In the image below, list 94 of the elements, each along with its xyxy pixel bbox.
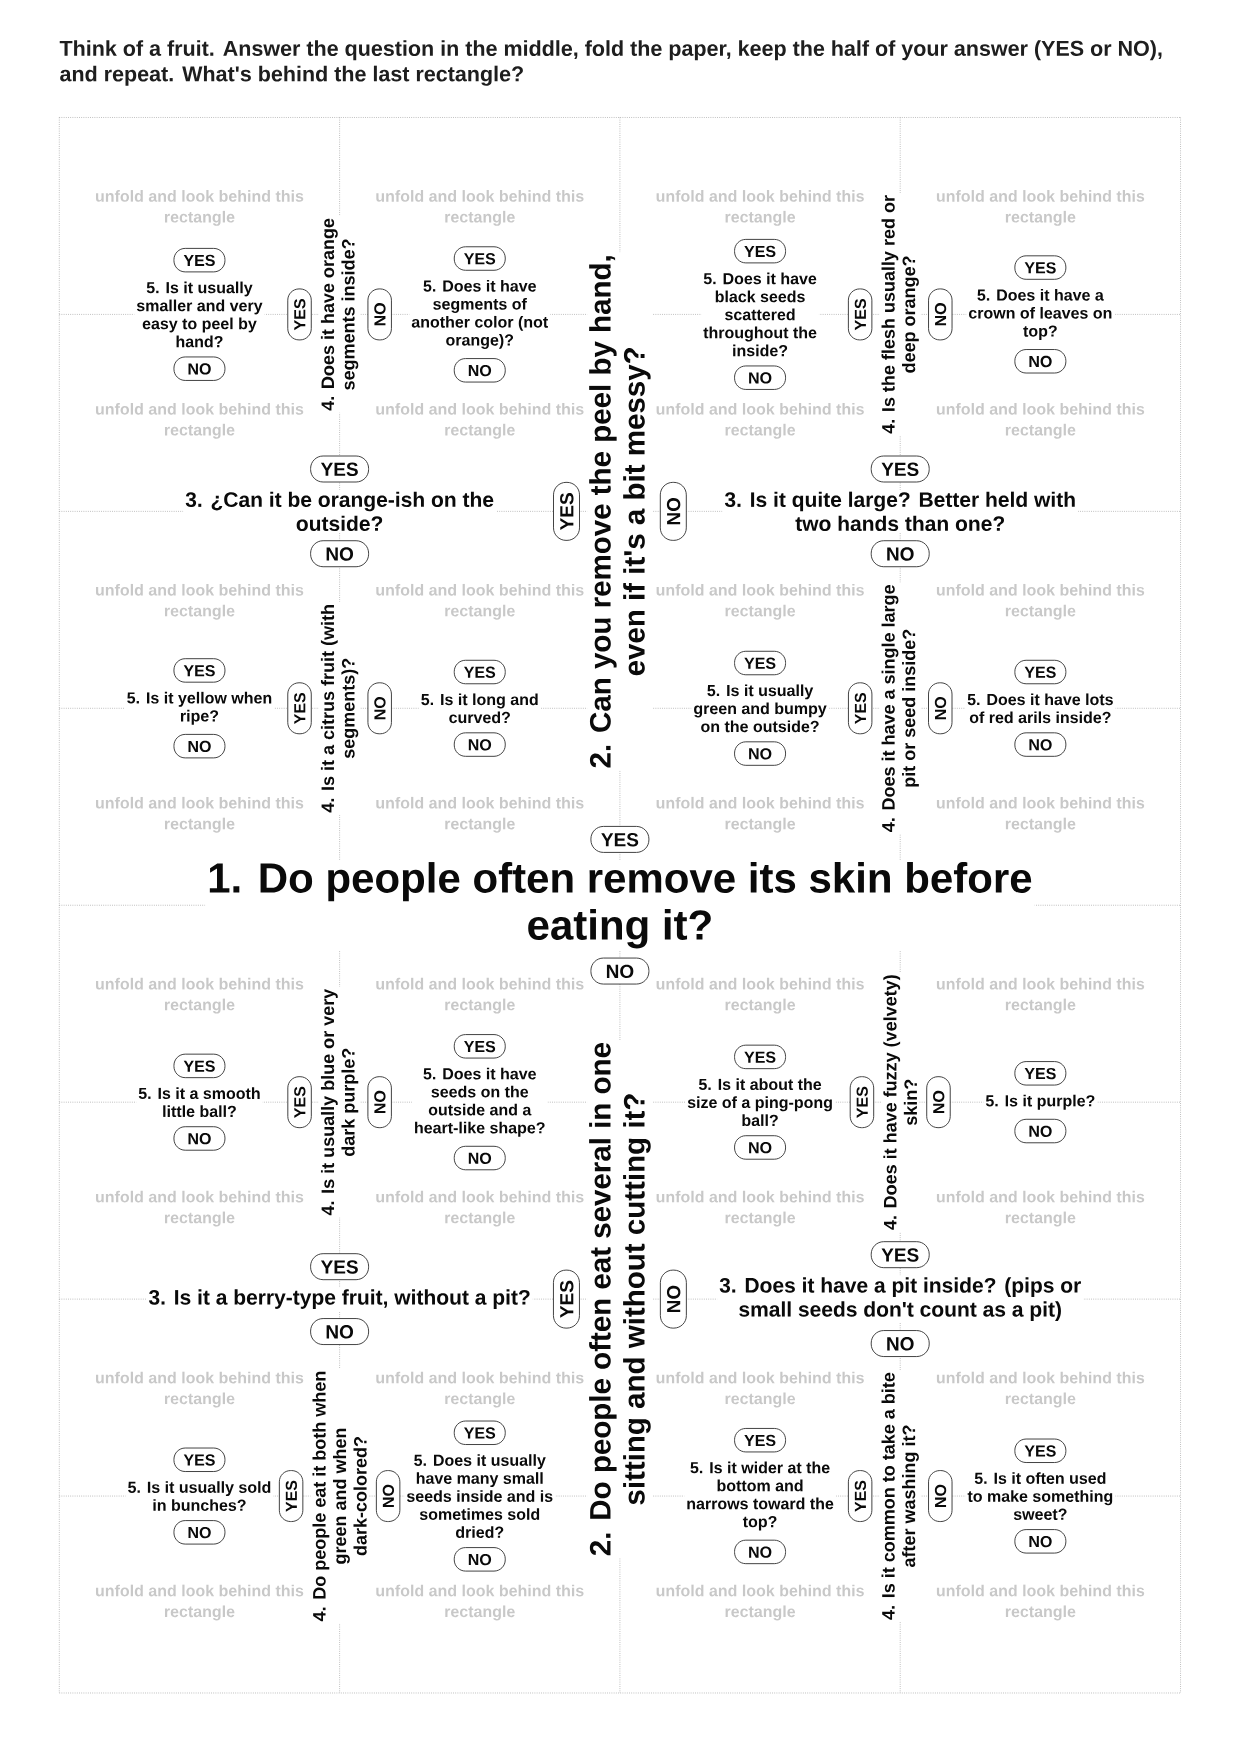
- answer-pill: YES: [590, 825, 650, 853]
- question-text: 5. Is it usually sold in bunches?: [125, 1479, 274, 1513]
- answer-pill: NO: [173, 1126, 226, 1151]
- answer-pill: YES: [453, 1034, 506, 1059]
- answer-pill: NO: [590, 957, 650, 985]
- answer-pill: NO: [453, 732, 506, 757]
- question-text: 5. Is it wider at the bottom and narrows toward the top?: [684, 1459, 836, 1533]
- answer-pill: YES: [849, 1076, 875, 1129]
- answer-pill: YES: [173, 658, 226, 683]
- answer-pill: NO: [1014, 1529, 1067, 1554]
- question-text: 5. Does it have segments of another color (not orange)?: [409, 277, 551, 351]
- answer-pill: YES: [734, 1044, 786, 1070]
- question-text: 5. Does it have seeds on the outside and a heart-like shape?: [411, 1065, 548, 1139]
- answer-pill: YES: [310, 1253, 370, 1281]
- answer-pill: YES: [278, 1470, 304, 1522]
- answer-pill: NO: [928, 288, 953, 341]
- question-text: 5. Does it have a crown of leaves on top?: [966, 286, 1115, 342]
- answer-pill: NO: [1014, 349, 1067, 374]
- answer-pill: YES: [1014, 1438, 1067, 1463]
- answer-pill: NO: [1014, 1118, 1067, 1144]
- answer-pill: YES: [173, 1053, 226, 1079]
- answer-pill: NO: [375, 1470, 401, 1522]
- question-text: 5. Is it about the size of a ping-pong ball?: [685, 1076, 835, 1129]
- answer-pill: NO: [734, 1539, 786, 1565]
- question-text: 4. Is it common to take a bite after washing it?: [879, 1370, 921, 1622]
- answer-pill: NO: [367, 682, 392, 735]
- question-text: 3. Does it have a pit inside? (pips or small seeds don't count as a pit): [717, 1275, 1084, 1323]
- answer-pill: NO: [734, 1135, 786, 1160]
- question-text: 3. ¿Can it be orange-ish on the outside?: [183, 489, 496, 534]
- question-text: 4. Is the flesh usually red or deep orange?: [879, 193, 921, 436]
- answer-pill: YES: [847, 288, 873, 341]
- answer-pill: NO: [367, 1076, 392, 1129]
- answer-pill: NO: [926, 1076, 951, 1129]
- answer-pill: YES: [734, 238, 786, 264]
- answer-pill: YES: [553, 1269, 580, 1329]
- question-text: 4. Is it a citrus fruit (with segments)?: [318, 601, 361, 815]
- question-text: 3. Is it quite large? Better held with two hands than one?: [722, 489, 1078, 534]
- answer-pill: YES: [173, 1447, 226, 1472]
- answer-pill: NO: [659, 481, 687, 541]
- answer-pill: YES: [310, 455, 370, 483]
- answer-pill: YES: [734, 650, 786, 676]
- answer-pill: NO: [870, 1330, 930, 1357]
- answer-pill: YES: [847, 1470, 873, 1522]
- answer-pill: NO: [659, 1269, 687, 1329]
- answer-pill: NO: [453, 358, 506, 383]
- question-text: 5. Does it have lots of red arils inside?: [965, 691, 1116, 726]
- question-text: 1. Do people often remove its skin before eating it?: [205, 860, 1035, 951]
- answer-pill: YES: [734, 1428, 786, 1453]
- question-text: 5. Is it a smooth little ball?: [136, 1085, 263, 1120]
- answer-pill: YES: [453, 659, 506, 685]
- answer-pill: YES: [287, 682, 312, 735]
- question-text: 5. Is it purple?: [983, 1092, 1098, 1112]
- question-text: 4. Is it usually blue or very dark purple?: [318, 986, 361, 1218]
- question-text: 4. Does it have fuzzy (velvety) skin?: [881, 972, 920, 1233]
- answer-pill: NO: [928, 682, 953, 735]
- answer-pill: NO: [173, 1520, 226, 1545]
- question-text: 5. Does it usually have many small seeds inside and is sometimes sold dried?: [404, 1452, 556, 1540]
- answer-pill: NO: [310, 540, 370, 568]
- question-text: 5. Is it long and curved?: [418, 691, 541, 726]
- question-text: 2. Can you remove the peel by hand, even if it's a bit messy?: [587, 252, 653, 771]
- answer-pill: YES: [453, 246, 506, 271]
- question-text: 4. Does it have a single large pit or seed inside?: [879, 582, 921, 835]
- question-text: 5. Is it often used to make something sweet?: [965, 1470, 1116, 1522]
- question-text: 5. Is it yellow when ripe?: [124, 689, 275, 727]
- question-text: 5. Is it usually smaller and very easy to peel by hand?: [134, 279, 265, 350]
- question-text: 2. Do people often eat several in one sitting and without cutting it?: [587, 1040, 653, 1559]
- answer-pill: NO: [734, 365, 786, 390]
- answer-pill: NO: [870, 540, 930, 568]
- answer-pill: NO: [453, 1547, 506, 1572]
- answer-pill: NO: [453, 1145, 506, 1171]
- question-text: 5. Is it usually green and bumpy on the outside?: [691, 682, 829, 735]
- answer-pill: YES: [870, 455, 930, 483]
- answer-pill: YES: [453, 1420, 506, 1445]
- answer-pill: NO: [367, 288, 392, 341]
- answer-pill: YES: [847, 682, 873, 735]
- answer-pill: NO: [310, 1318, 370, 1345]
- answer-pill: NO: [1014, 732, 1067, 757]
- answer-pill: YES: [553, 481, 580, 541]
- answer-pill: NO: [173, 356, 226, 381]
- answer-pill: NO: [173, 733, 226, 759]
- answer-pill: YES: [173, 247, 226, 273]
- question-text: 4. Do people eat it both when green and when dark-colored?: [310, 1368, 369, 1624]
- answer-pill: NO: [928, 1470, 953, 1522]
- answer-pill: YES: [1014, 659, 1067, 685]
- question-text: 3. Is it a berry-type fruit, without a pit?: [146, 1287, 533, 1311]
- answer-pill: YES: [1014, 255, 1067, 280]
- answer-pill: YES: [287, 288, 312, 341]
- answer-pill: NO: [734, 741, 786, 766]
- instruction-text: Think of a fruit. Answer the question in the middle, fold the paper, keep the half of your answer (YES or NO), and repeat. What's behind the last rectangle?: [59, 40, 1162, 86]
- answer-pill: YES: [287, 1076, 312, 1129]
- answer-pill: YES: [870, 1241, 930, 1269]
- answer-pill: YES: [1014, 1061, 1067, 1086]
- question-text: 5. Does it have black seeds scattered throughout the inside?: [701, 270, 819, 359]
- question-text: 4. Does it have orange segments inside?: [318, 216, 361, 413]
